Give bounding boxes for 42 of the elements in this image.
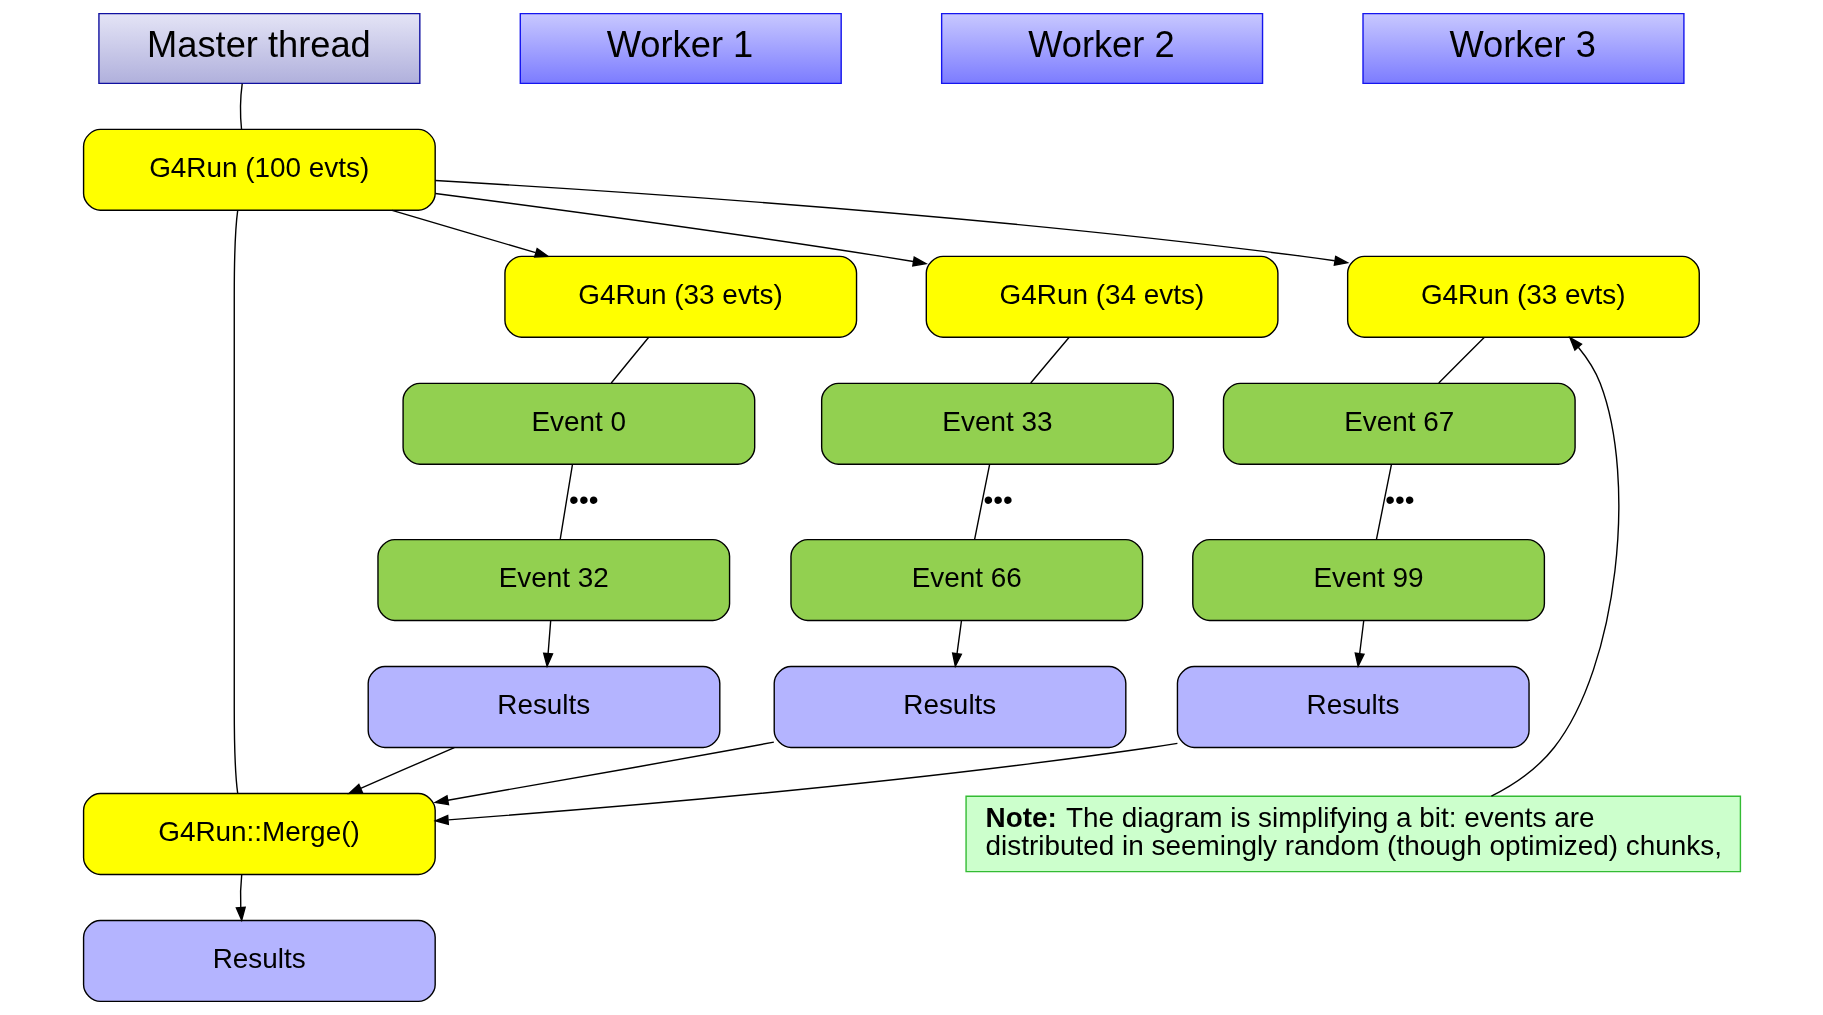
node-box: G4Run::Merge() [82, 792, 436, 876]
connector [1029, 336, 1070, 384]
edge-label: ••• [983, 483, 1013, 515]
node-box: Event 66 [789, 538, 1143, 622]
arrow [951, 620, 962, 669]
arrow [346, 746, 455, 795]
arrow [434, 192, 928, 267]
node-box: Master thread [97, 12, 421, 85]
node-box: Results [367, 665, 720, 749]
connector [559, 463, 573, 540]
arrow [432, 741, 775, 806]
connector [1437, 336, 1485, 384]
node-box: Worker 3 [1361, 12, 1685, 85]
node-box: Event 33 [820, 382, 1174, 465]
connector [1375, 463, 1392, 540]
arrow [432, 742, 1178, 826]
arrow [1353, 620, 1365, 669]
edge-label: ••• [568, 483, 598, 515]
node-box: Event 32 [376, 538, 730, 622]
node-box: Note: The diagram is simplifying a bit: events are distributed in seemingly random (though optimized) chunks, [964, 795, 1741, 873]
node-box: Results [82, 919, 436, 1003]
connector [610, 336, 649, 384]
arrow [1490, 336, 1619, 797]
connector [239, 82, 243, 130]
node-box: G4Run (33 evts) [503, 255, 857, 338]
edge-label: ••• [1384, 483, 1415, 515]
arrow [390, 209, 550, 258]
node-box: Results [773, 665, 1126, 749]
node-box: G4Run (33 evts) [1346, 255, 1700, 338]
node-box: G4Run (100 evts) [82, 128, 436, 211]
node-box: Results [1176, 665, 1530, 749]
node-box: Event 99 [1191, 538, 1545, 622]
arrow [234, 873, 246, 923]
node-box: Event 0 [401, 382, 755, 465]
node-box: Worker 2 [940, 12, 1263, 85]
node-box: Event 67 [1222, 382, 1576, 465]
connector [973, 463, 990, 540]
node-box: G4Run (34 evts) [925, 255, 1279, 338]
connector [233, 209, 238, 795]
node-box: Worker 1 [519, 12, 842, 85]
arrow [434, 179, 1349, 267]
arrow [542, 620, 553, 669]
